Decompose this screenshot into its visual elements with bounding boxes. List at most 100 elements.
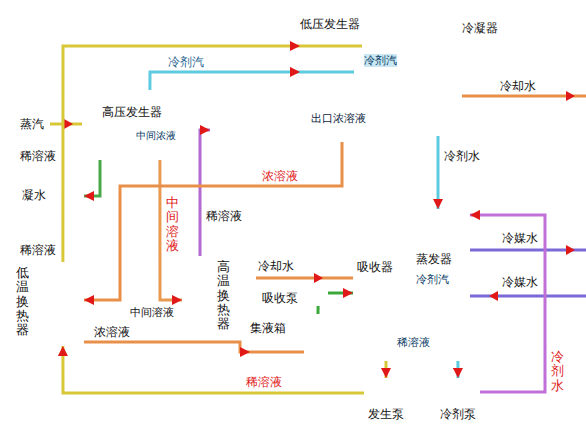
- exchanger-plates: [185, 292, 215, 322]
- tank-end: [73, 184, 83, 208]
- condensate-tank: 凝水: [22, 178, 84, 214]
- pipe-connector: [470, 215, 545, 392]
- absorber-evaporator-shell: 稀溶液吸收器蒸发器冷剂汽: [327, 175, 513, 361]
- evaporator: 蒸发器冷剂汽: [398, 209, 470, 327]
- exchanger-body: [185, 292, 215, 322]
- generator-pump: 发生泵: [364, 378, 408, 424]
- pipe-label: 冷剂水: [551, 350, 564, 393]
- flow-label: 冷媒水: [502, 276, 538, 290]
- flow-label: 稀溶液: [20, 150, 56, 164]
- cooling-water-pipe: [256, 277, 353, 280]
- pump-casing: [447, 381, 469, 403]
- node-label: 出口浓溶液: [311, 112, 366, 125]
- pipe-connector: [385, 361, 388, 378]
- flow-label: 中间溶液: [130, 306, 174, 319]
- condenser-coil: [418, 36, 456, 52]
- pipe-label: 稀溶液: [20, 244, 56, 258]
- node-label: 吸收器: [357, 261, 393, 275]
- pipe-connector: [84, 342, 250, 352]
- pump-casing: [375, 381, 397, 403]
- refrigerant-pump: 冷剂泵: [436, 378, 480, 424]
- absorber-body: [354, 210, 398, 327]
- high-temp-heat-exchanger: 高温换热器: [182, 256, 232, 336]
- pipe-label: 稀溶液: [206, 210, 242, 224]
- pipe-connector: [84, 142, 342, 300]
- pipe-connector: [63, 46, 300, 262]
- collector-tank: 集液箱: [250, 314, 340, 370]
- graphic: [50, 46, 586, 352]
- flow-label: 冷却水: [258, 260, 294, 274]
- pipe-connector: [437, 136, 440, 209]
- pipe-label: 冷剂水: [444, 150, 480, 164]
- node-label: 中间浓液: [136, 130, 176, 142]
- pipe-label: 冷剂汽: [168, 56, 204, 70]
- exchanger-plates: [45, 270, 81, 322]
- pipe-connector: [456, 361, 459, 378]
- exchanger-body: [45, 270, 81, 322]
- evaporator-body: [399, 210, 470, 327]
- pipe-connector: [200, 130, 210, 256]
- pipe-connector: [150, 72, 300, 90]
- shell-end: [84, 94, 104, 152]
- node-shape: [80, 90, 210, 160]
- pipe-connector: [160, 160, 182, 300]
- pump-hub: [454, 388, 462, 396]
- pipe-connector: [328, 292, 353, 295]
- flow-arrow: [489, 291, 498, 301]
- pump-casing: [305, 284, 323, 302]
- box: [306, 97, 381, 142]
- generator-coil: [362, 84, 440, 104]
- node-label: 高压发生器: [102, 106, 162, 120]
- pump-hub: [382, 388, 390, 396]
- node-label: 稀溶液: [397, 336, 430, 349]
- node-label: 冷剂汽: [416, 273, 449, 286]
- pipe-connector: [317, 306, 320, 314]
- flow-label: 冷却水: [500, 80, 536, 94]
- solution-pipe: [300, 45, 362, 48]
- sump: [348, 325, 492, 360]
- tank-end: [47, 184, 57, 208]
- absorber: 吸收器: [353, 209, 398, 327]
- collector-top: [303, 319, 325, 335]
- absorption-pump: 吸收泵: [262, 280, 328, 306]
- shell: [354, 20, 466, 132]
- node-label: 冷剂汽: [364, 54, 397, 67]
- shell: [328, 176, 512, 360]
- pump-hub: [311, 290, 317, 296]
- node-label: 低压发生器: [300, 18, 360, 32]
- node-label: 低温换热器: [16, 266, 29, 337]
- tank: [52, 184, 78, 208]
- node-shape: [398, 209, 470, 327]
- node-label: 吸收泵: [262, 292, 298, 306]
- node-label: 高温换热器: [217, 260, 230, 331]
- outlet-box: 出口浓溶液: [305, 96, 381, 142]
- vapor-pipe: [300, 71, 354, 74]
- node-label: 发生泵: [368, 408, 404, 422]
- pump-base: [376, 402, 396, 406]
- pump-base: [448, 402, 468, 406]
- flow-label: 蒸汽: [20, 118, 44, 132]
- node-label: 凝水: [22, 189, 46, 203]
- solution-pipe: [250, 351, 304, 354]
- shell: [94, 94, 192, 152]
- node-label: 蒸发器: [416, 253, 452, 267]
- pipe-label: 稀溶液: [246, 376, 282, 390]
- node-shape: [327, 175, 513, 361]
- low-temp-heat-exchanger: 低温换热器: [16, 262, 84, 346]
- pipe-connector: [84, 160, 100, 196]
- chilled-water-pipe: [470, 295, 586, 298]
- pipe-label: 中间溶液: [166, 196, 179, 253]
- flow-arrow: [566, 245, 575, 255]
- flow-arrow: [566, 91, 575, 101]
- flow-label: 冷媒水: [502, 232, 538, 246]
- node-label: 冷剂泵: [440, 408, 476, 422]
- pipe-label: 浓溶液: [94, 326, 130, 340]
- pipe-label: 浓溶液: [262, 170, 298, 184]
- flow-arrow: [314, 273, 323, 283]
- high-pressure-generator: 高压发生器中间浓液: [80, 90, 210, 160]
- collector-group: [301, 315, 340, 368]
- flow-arrow: [64, 119, 73, 129]
